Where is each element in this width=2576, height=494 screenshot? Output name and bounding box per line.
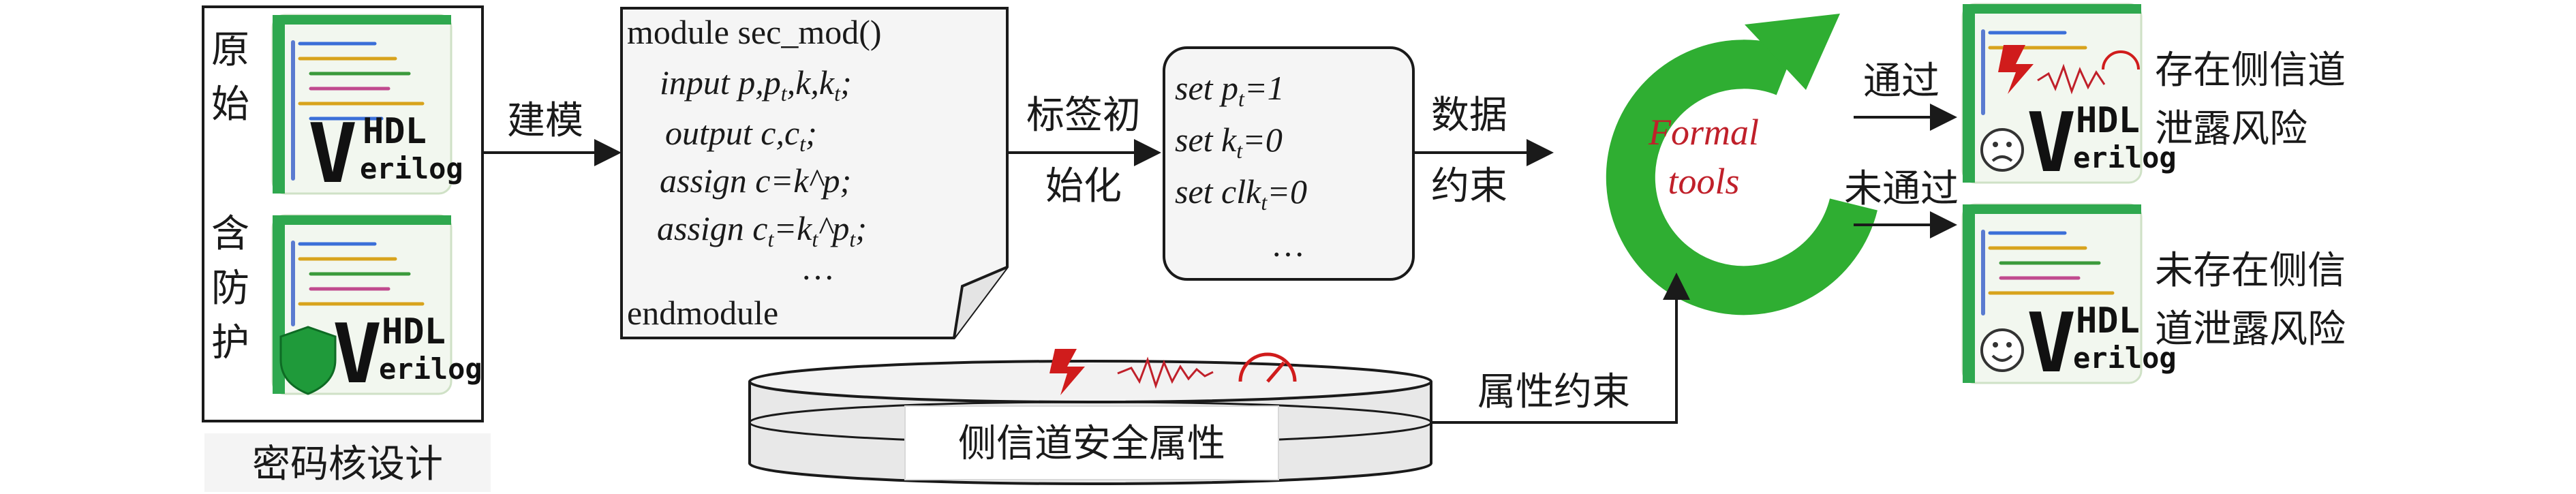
- protected-label-char-3: 护: [211, 321, 249, 365]
- code-lines-icon: [1981, 230, 2115, 315]
- label-init-line-1: 标签初: [1026, 93, 1141, 138]
- original-label-char-1: 原: [211, 28, 249, 72]
- vhdl-big-v: V: [308, 107, 357, 202]
- vhdl-verilog-text: erilog: [379, 352, 482, 386]
- vhdl-verilog-text: erilog: [2073, 141, 2177, 174]
- code-lines-icon: [291, 40, 425, 181]
- label-init-line-2: 始化: [1045, 164, 1122, 209]
- code-lines-icon: [291, 241, 425, 326]
- label-init-edge: 标签初 始化: [1009, 93, 1161, 209]
- leak-result-line-1: 存在侧信道: [2155, 48, 2346, 93]
- side-channel-property-database: 侧信道安全属性: [748, 349, 1432, 485]
- modeling-edge: 建模: [482, 99, 622, 166]
- smile-face-icon: [1980, 328, 2024, 372]
- property-db-label: 侧信道安全属性: [958, 422, 1225, 466]
- formal-tools-line-2: tools: [1668, 161, 1739, 202]
- fail-label: 未通过: [1844, 167, 1959, 211]
- refresh-ring-icon: [1606, 40, 1877, 315]
- vhdl-verilog-text: erilog: [2073, 341, 2177, 375]
- waveform-icon: [2037, 63, 2106, 95]
- property-constraint-edge: 属性约束: [1431, 273, 1690, 424]
- module-line-4: assign c=k^p;: [660, 161, 851, 200]
- init-row-4: …: [1271, 226, 1305, 264]
- data-constraint-line-1: 数据: [1431, 93, 1507, 138]
- module-line-5: assign ct=kt^pt;: [657, 209, 867, 251]
- protected-label-char-1: 含: [211, 212, 249, 256]
- formal-tools-node: Formal tools: [1606, 14, 1877, 315]
- module-line-1: module sec_mod(): [627, 13, 882, 51]
- modeling-label: 建模: [507, 99, 583, 143]
- waveform-icon: [1117, 356, 1214, 389]
- gauge-icon: [1238, 352, 1297, 382]
- refresh-arrowhead-icon: [1745, 14, 1840, 90]
- pass-label: 通过: [1863, 59, 1939, 104]
- vhdl-icon-original: V HDL erilog: [271, 14, 463, 202]
- vhdl-icon-leak-result: V HDL erilog: [1961, 3, 2177, 191]
- module-line-7: endmodule: [627, 294, 778, 332]
- vhdl-icon-safe-result: V HDL erilog: [1961, 203, 2177, 391]
- lightning-icon: [1998, 45, 2034, 94]
- leak-result-line-2: 泄露风险: [2155, 107, 2307, 151]
- vhdl-hdl-text: HDL: [2076, 300, 2140, 341]
- protected-label-char-2: 防: [211, 266, 249, 311]
- gauge-icon: [2102, 50, 2140, 70]
- module-line-6: …: [801, 249, 835, 287]
- vhdl-hdl-text: HDL: [363, 111, 427, 152]
- lightning-icon: [1049, 349, 1085, 395]
- vhdl-hdl-text: HDL: [382, 311, 446, 352]
- property-constraint-label: 属性约束: [1477, 370, 1630, 414]
- design-caption: 密码核设计: [252, 442, 443, 487]
- original-label-char-2: 始: [211, 82, 249, 127]
- fail-edge: 未通过: [1844, 167, 1959, 238]
- sad-face-icon: [1980, 128, 2024, 172]
- vhdl-big-v: V: [2027, 296, 2076, 391]
- vhdl-verilog-text: erilog: [360, 152, 463, 185]
- vhdl-big-v: V: [2027, 96, 2076, 191]
- label-init-box: set pt=1 set kt=0 set clkt=0 …: [1163, 46, 1415, 281]
- formal-tools-line-1: Formal: [1648, 112, 1759, 153]
- data-constraint-line-2: 约束: [1431, 164, 1507, 209]
- init-row-2: set kt=0: [1175, 121, 1283, 163]
- module-line-2: input p,pt,k,kt;: [660, 63, 852, 106]
- safe-result-line-1: 未存在侧信: [2155, 249, 2346, 293]
- init-row-1: set pt=1: [1175, 69, 1285, 111]
- init-row-3: set clkt=0: [1175, 172, 1307, 215]
- vhdl-icon-protected: V HDL erilog: [271, 214, 482, 402]
- data-constraint-edge: 数据 约束: [1415, 93, 1554, 209]
- pass-edge: 通过: [1854, 59, 1957, 131]
- safe-result-line-2: 道泄露风险: [2155, 307, 2346, 352]
- vhdl-hdl-text: HDL: [2076, 100, 2140, 141]
- module-line-3: output c,ct;: [665, 114, 817, 156]
- shield-icon: [279, 326, 337, 395]
- vhdl-big-v: V: [333, 307, 382, 402]
- module-document: module sec_mod() input p,pt,k,kt; output…: [620, 7, 1009, 339]
